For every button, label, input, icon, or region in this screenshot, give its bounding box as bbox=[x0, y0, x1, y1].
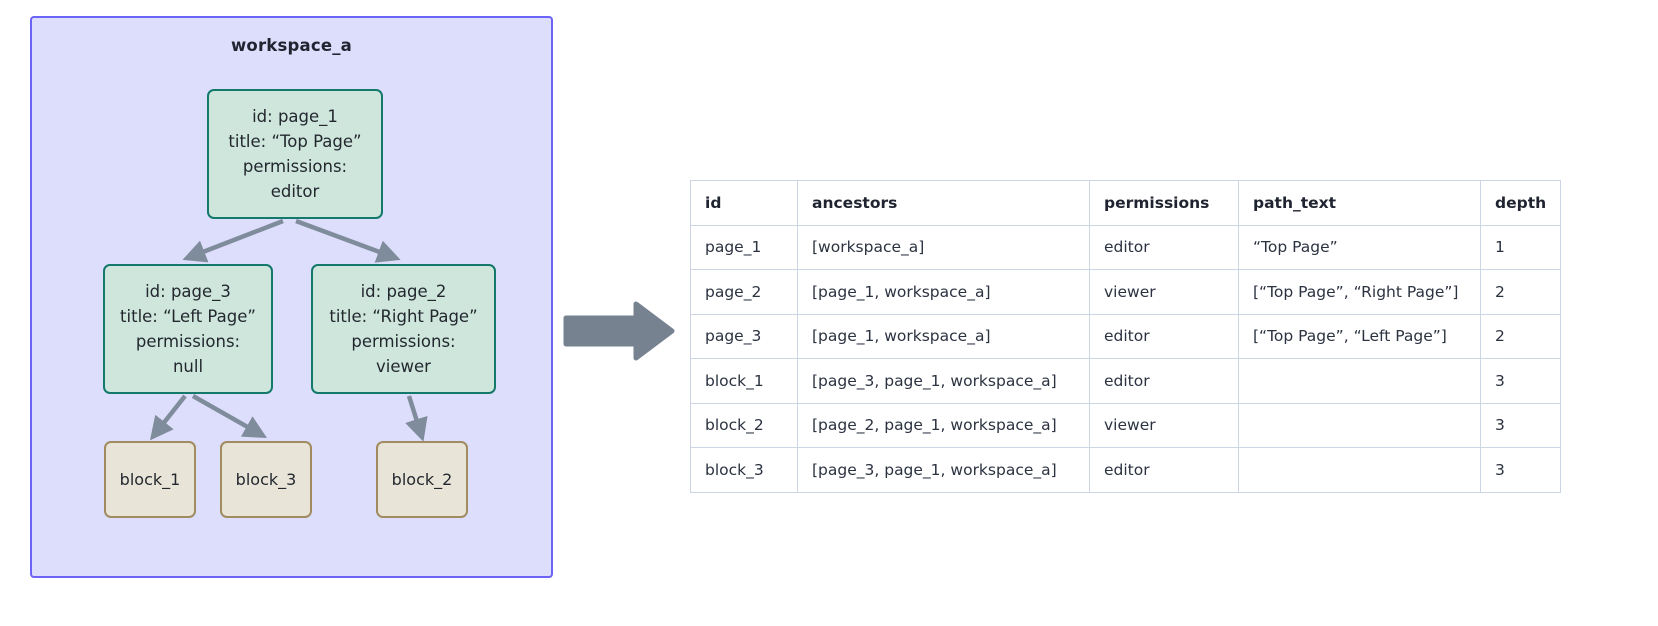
table-row: page_1 [workspace_a] editor “Top Page” 1 bbox=[690, 224, 1562, 270]
cell-path-text: “Top Page” bbox=[1238, 224, 1481, 270]
node-page-3[interactable]: id: page_3 title: “Left Page” permission… bbox=[103, 264, 273, 394]
node-page-3-line-1: title: “Left Page” bbox=[120, 306, 256, 326]
cell-path-text: [“Top Page”, “Right Page”] bbox=[1238, 269, 1481, 315]
table-row: page_3 [page_1, workspace_a] editor [“To… bbox=[690, 313, 1562, 359]
result-table-container: id ancestors permissions path_text depth… bbox=[690, 180, 1562, 493]
cell-id: page_3 bbox=[690, 313, 798, 359]
workspace-title: workspace_a bbox=[230, 36, 352, 55]
cell-id: block_2 bbox=[690, 402, 798, 448]
flow-arrow-right-icon bbox=[563, 301, 675, 361]
result-table: id ancestors permissions path_text depth… bbox=[690, 180, 1562, 493]
cell-permissions: editor bbox=[1089, 224, 1239, 270]
cell-depth: 2 bbox=[1479, 269, 1562, 315]
table-row: block_3 [page_3, page_1, workspace_a] ed… bbox=[690, 447, 1562, 493]
node-page-1-line-3: editor bbox=[270, 182, 320, 202]
node-block-1[interactable]: block_1 bbox=[104, 441, 196, 518]
cell-ancestors: [page_1, workspace_a] bbox=[797, 313, 1090, 359]
node-page-2-line-1: title: “Right Page” bbox=[329, 306, 478, 326]
column-header-path-text[interactable]: path_text bbox=[1238, 180, 1481, 226]
cell-path-text bbox=[1238, 447, 1481, 493]
node-page-2[interactable]: id: page_2 title: “Right Page” permissio… bbox=[311, 264, 496, 394]
node-page-3-line-2: permissions: bbox=[135, 332, 241, 351]
cell-id: block_1 bbox=[690, 358, 798, 404]
cell-id: block_3 bbox=[690, 447, 798, 493]
cell-path-text bbox=[1238, 358, 1481, 404]
cell-depth: 1 bbox=[1479, 224, 1562, 270]
column-header-depth[interactable]: depth bbox=[1479, 180, 1562, 226]
table-row: block_2 [page_2, page_1, workspace_a] vi… bbox=[690, 402, 1562, 448]
node-block-3-label: block_3 bbox=[235, 470, 297, 489]
cell-permissions: viewer bbox=[1089, 269, 1239, 315]
cell-depth: 3 bbox=[1479, 358, 1562, 404]
node-page-1-line-2: permissions: bbox=[242, 157, 348, 176]
cell-path-text bbox=[1238, 402, 1481, 448]
cell-ancestors: [page_1, workspace_a] bbox=[797, 269, 1090, 315]
node-page-1-line-0: id: page_1 bbox=[252, 106, 338, 126]
cell-permissions: viewer bbox=[1089, 402, 1239, 448]
node-page-3-line-0: id: page_3 bbox=[145, 281, 231, 301]
node-page-2-line-0: id: page_2 bbox=[360, 281, 447, 301]
cell-permissions: editor bbox=[1089, 358, 1239, 404]
cell-ancestors: [page_2, page_1, workspace_a] bbox=[797, 402, 1090, 448]
node-block-2-label: block_2 bbox=[391, 470, 453, 489]
node-block-2[interactable]: block_2 bbox=[376, 441, 468, 518]
cell-id: page_2 bbox=[690, 269, 798, 315]
node-page-1[interactable]: id: page_1 title: “Top Page” permissions… bbox=[207, 89, 383, 219]
table-row: page_2 [page_1, workspace_a] viewer [“To… bbox=[690, 269, 1562, 315]
column-header-permissions[interactable]: permissions bbox=[1089, 180, 1239, 226]
column-header-ancestors[interactable]: ancestors bbox=[797, 180, 1090, 226]
column-header-id[interactable]: id bbox=[690, 180, 798, 226]
node-page-2-line-3: viewer bbox=[376, 357, 431, 377]
cell-ancestors: [page_3, page_1, workspace_a] bbox=[797, 447, 1090, 493]
cell-path-text: [“Top Page”, “Left Page”] bbox=[1238, 313, 1481, 359]
table-row: block_1 [page_3, page_1, workspace_a] ed… bbox=[690, 358, 1562, 404]
cell-depth: 3 bbox=[1479, 402, 1562, 448]
cell-ancestors: [workspace_a] bbox=[797, 224, 1090, 270]
cell-permissions: editor bbox=[1089, 313, 1239, 359]
cell-permissions: editor bbox=[1089, 447, 1239, 493]
node-page-2-line-2: permissions: bbox=[351, 332, 456, 351]
node-page-1-line-1: title: “Top Page” bbox=[228, 131, 362, 151]
cell-id: page_1 bbox=[690, 224, 798, 270]
node-page-3-line-3: null bbox=[172, 357, 204, 377]
table-header-row: id ancestors permissions path_text depth bbox=[690, 180, 1562, 226]
node-block-1-label: block_1 bbox=[119, 470, 181, 489]
cell-depth: 2 bbox=[1479, 313, 1562, 359]
node-block-3[interactable]: block_3 bbox=[220, 441, 312, 518]
cell-ancestors: [page_3, page_1, workspace_a] bbox=[797, 358, 1090, 404]
cell-depth: 3 bbox=[1479, 447, 1562, 493]
